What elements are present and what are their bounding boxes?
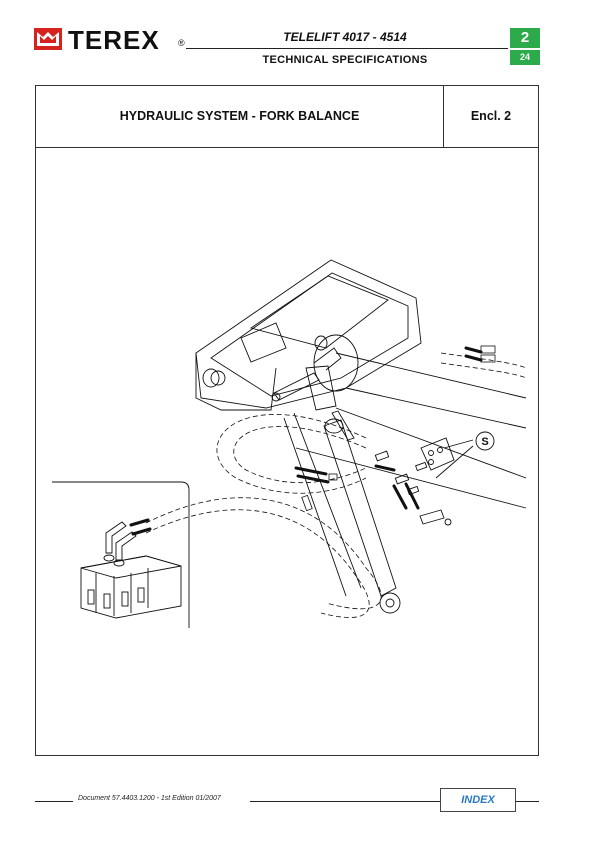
hose-along-boom-2 [440,362,527,379]
callout-leader-2 [435,445,474,479]
fitting-2 [394,473,410,485]
hose-end-3 [374,464,396,472]
hose-end-2 [296,474,330,484]
hydraulic-diagram-svg: S [52,259,527,628]
side-plate-hole [210,370,226,386]
boom-tube-bottom [345,387,527,429]
small-washer [444,518,452,526]
index-button[interactable]: INDEX [440,788,516,812]
valve-port-3 [428,459,434,465]
title-separator [443,86,444,147]
terex-logo: TEREX ® [34,25,185,55]
hose-end-6 [464,346,483,354]
elbow-fitting-1 [105,521,127,554]
boom-cylinder-end [313,334,359,392]
boom-pin-left [202,368,220,388]
terex-emblem-icon [34,28,62,50]
valve-bank-top [80,555,182,579]
page-number-badge: 24 [510,50,540,65]
side-plate [195,353,277,411]
boom-frame-inner [210,272,409,397]
footer-rule-middle [250,801,440,802]
model-title: TELELIFT 4017 - 4514 [283,30,407,44]
document-reference: Document 57.4403.1200 - 1st Edition 01/2… [78,795,221,802]
hose-end-9 [131,527,152,536]
callout-leader-1 [443,439,474,449]
hose-end-8 [129,518,150,527]
valve-spool-1 [87,589,95,605]
hose-fitting-left-1 [328,473,338,481]
registered-mark: ® [178,38,185,48]
hose-end-7 [464,354,483,362]
hose-end-4 [392,484,408,510]
boom-pin-bracket [240,322,287,363]
fitting-nut-1 [103,554,115,562]
fitting-4 [415,461,428,472]
content-frame: HYDRAULIC SYSTEM - FORK BALANCE Encl. 2 [35,85,539,756]
header-divider [186,48,508,49]
title-row: HYDRAULIC SYSTEM - FORK BALANCE Encl. 2 [36,86,538,148]
link-arm [305,365,337,411]
valve-port-1 [428,450,434,456]
fitting-1 [374,450,390,462]
valve-spool-3 [121,591,129,607]
boom-pin-mid [314,335,328,351]
hose-fitting-left-2 [301,494,313,512]
hose-along-boom-1 [440,352,527,369]
drawing-title: HYDRAULIC SYSTEM - FORK BALANCE [119,109,360,123]
link-arm-top [313,347,342,371]
footer-rule-left [35,801,73,802]
boom-tube-lower [335,407,527,479]
small-pin [419,509,445,525]
boom-top-plate [249,275,389,349]
boom-hose-fitting-1 [480,345,496,354]
valve-spool-4 [137,587,145,603]
balance-cylinder-eye-hole [385,598,395,608]
support-strut-2 [283,417,347,597]
section-title: TECHNICAL SPECIFICATIONS [262,54,428,66]
callout-circle [475,431,495,451]
valve-port-2 [437,447,443,453]
footer-rule-right [516,801,539,802]
pivot-pin-end [271,392,281,402]
pivot-pin [273,372,320,401]
detail-box-border [52,481,190,628]
callout-label: S [481,436,488,448]
fitting-nut-2 [113,559,125,567]
boom-frame [195,259,422,409]
brand-name: TEREX [68,25,160,55]
enclosure-label: Encl. 2 [470,109,512,123]
hose-to-valve-bank-1 [145,497,382,610]
hose-end-1 [294,466,328,476]
balance-cylinder-top [324,418,344,434]
hose-loop-outer [216,414,367,494]
support-strut [293,412,362,589]
balance-cylinder-eye [379,592,401,614]
valve-block [420,437,455,471]
valve-spool-2 [103,593,111,609]
hose-to-valve-bank-2 [145,509,370,618]
chapter-badge: 2 [510,28,540,48]
balance-cylinder-barrel [323,419,397,597]
hose-end-5 [404,482,420,510]
elbow-fitting-2 [115,531,137,561]
boom-hose-fitting-2 [480,354,496,363]
boom-tube-top [335,352,527,399]
boom-tube-base [295,447,527,509]
hydraulic-diagram: S [36,148,538,755]
balance-cylinder-rod [331,410,355,441]
